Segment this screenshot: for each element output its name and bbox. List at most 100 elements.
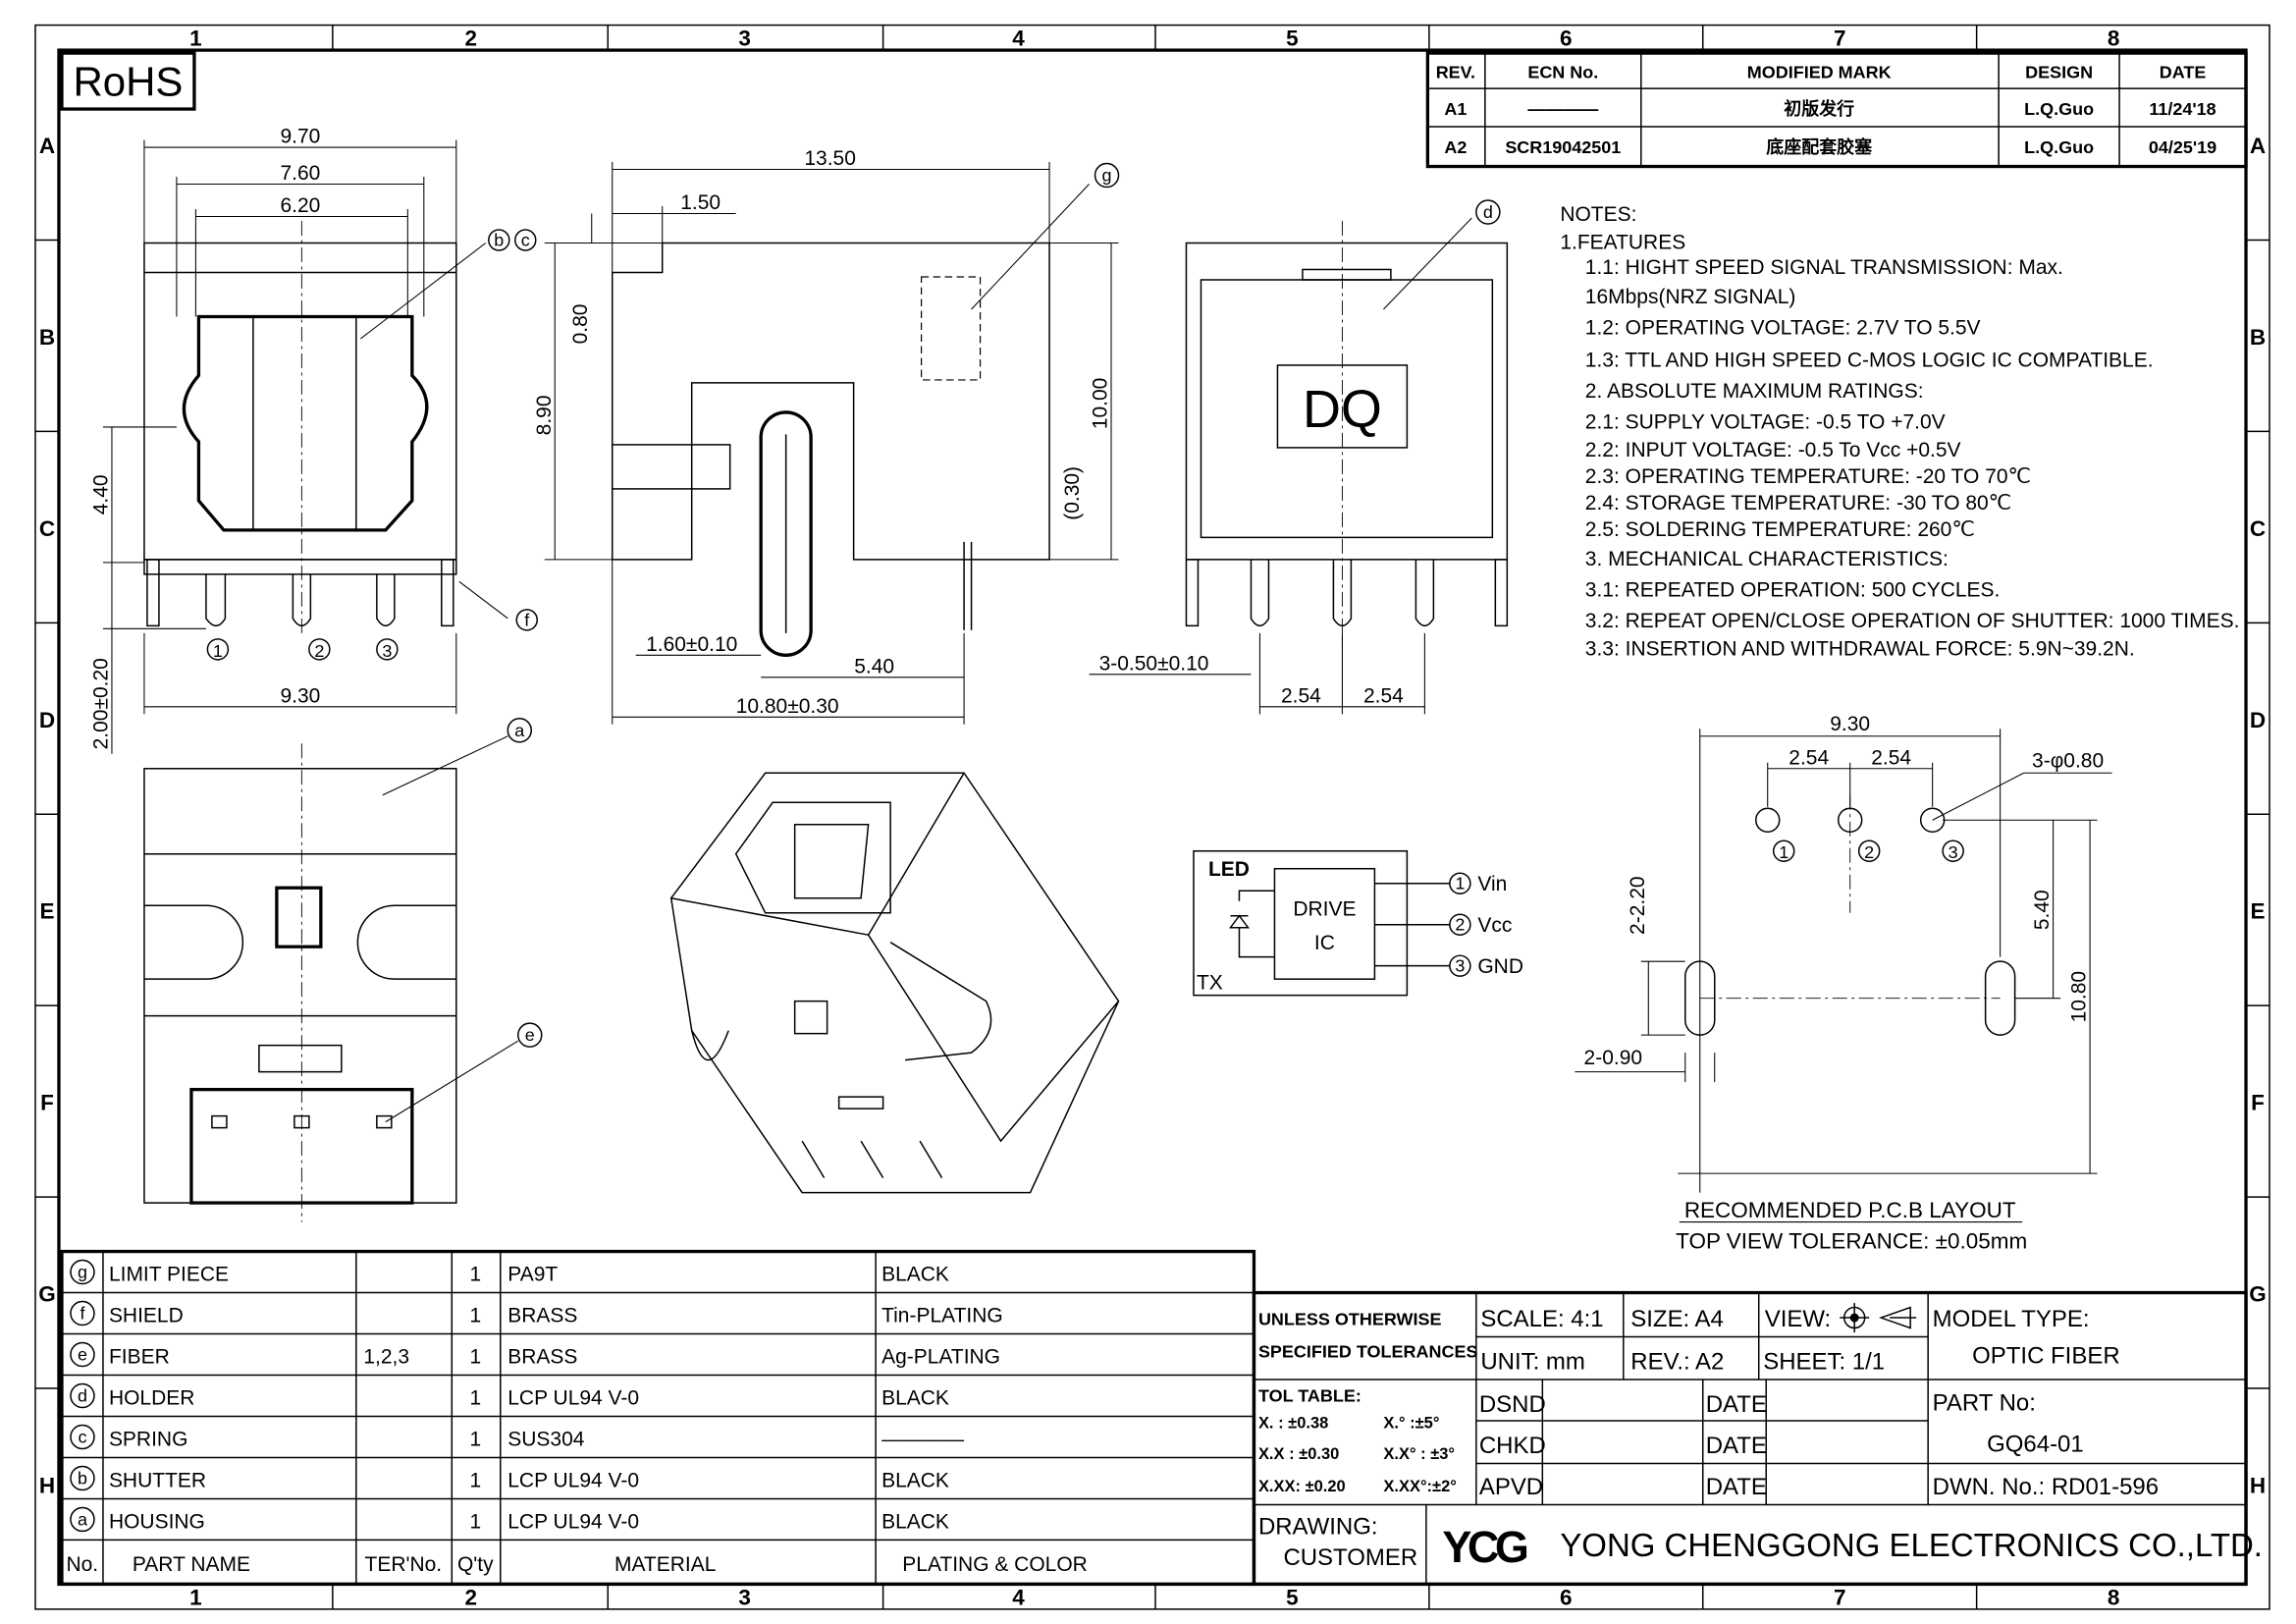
- dim-label: 7.60: [280, 162, 320, 185]
- zone-row-c: C: [39, 516, 55, 541]
- part-qty: 1: [469, 1386, 481, 1409]
- rev-row-1-mark: 初版发行: [1784, 98, 1854, 119]
- zone-col-2: 2: [465, 27, 478, 51]
- pin-label-vin: Vin: [1477, 873, 1507, 895]
- part-no: f: [80, 1304, 85, 1324]
- zone-row-a: A: [39, 134, 55, 158]
- zone-col-4: 4: [1012, 27, 1025, 51]
- zone-col-1: 1: [189, 27, 202, 51]
- part-material: LCP UL94 V-0: [507, 1469, 639, 1491]
- zone-col-8: 8: [2108, 27, 2120, 51]
- bottom-view: a e: [143, 718, 543, 1222]
- rohs-label: RoHS: [73, 59, 183, 105]
- pin-label-2: 2: [314, 641, 324, 661]
- part-qty: 1: [469, 1264, 481, 1286]
- note-line: 2. ABSOLUTE MAXIMUM RATINGS:: [1585, 380, 1924, 403]
- pin-number: 2: [1455, 915, 1465, 935]
- part-no-label: PART No:: [1933, 1389, 2036, 1416]
- dim-label: 9.30: [280, 684, 320, 707]
- callout-g: g: [1102, 166, 1112, 186]
- note-line: 1.2: OPERATING VOLTAGE: 2.7V TO 5.5V: [1585, 316, 1981, 339]
- part-name: LIMIT PIECE: [109, 1264, 229, 1286]
- date-label: DATE: [1706, 1391, 1767, 1418]
- part-no: c: [78, 1427, 86, 1446]
- apvd-label: APVD: [1479, 1474, 1543, 1500]
- dsnd-label: DSND: [1479, 1391, 1546, 1418]
- side-view: 13.50 1.50 0.80 8.90 10.00 (0.30) 1.60±0…: [533, 147, 1120, 725]
- part-name: FIBER: [109, 1346, 170, 1369]
- tol-xxx: X.XX: ±0.20: [1258, 1478, 1346, 1495]
- rev-header-rev: REV.: [1436, 63, 1475, 82]
- note-line: 2.1: SUPPLY VOLTAGE: -0.5 TO +7.0V: [1585, 410, 1946, 433]
- callout-d: d: [1483, 202, 1493, 222]
- dim-label: 2-2.20: [1627, 876, 1649, 935]
- note-line: NOTES:: [1560, 203, 1636, 226]
- header-plating: PLATING & COLOR: [902, 1553, 1088, 1576]
- dim-label: 1.60±0.10: [646, 633, 737, 656]
- part-no: a: [78, 1509, 87, 1529]
- note-line: 16Mbps(NRZ SIGNAL): [1585, 286, 1796, 308]
- part-ter: 1,2,3: [363, 1346, 409, 1369]
- rear-view: DQ 3-0.50±0.10 2.54 2.54 d: [1089, 199, 1509, 715]
- dim-label: 10.80±0.30: [736, 695, 839, 718]
- header-ter-no: TER'No.: [365, 1553, 443, 1576]
- pcb-pin-2: 2: [1864, 842, 1874, 862]
- zone-row-h: H: [39, 1473, 55, 1497]
- rev-header-ecn: ECN No.: [1527, 63, 1598, 82]
- zone-row-g: G: [38, 1282, 56, 1307]
- rohs-box: [60, 51, 196, 111]
- note-line: 3.2: REPEAT OPEN/CLOSE OPERATION OF SHUT…: [1585, 610, 2240, 632]
- view-projection-icon: [1840, 1303, 1917, 1333]
- part-plating: BLACK: [881, 1510, 949, 1533]
- zone-col-6-bottom: 6: [1560, 1585, 1573, 1609]
- dwn-no: DWN. No.: RD01-596: [1933, 1474, 2159, 1500]
- callout-a: a: [514, 721, 524, 740]
- pcb-layout-tolerance: TOP VIEW TOLERANCE: ±0.05mm: [1676, 1229, 2027, 1254]
- dim-label: 1.50: [680, 191, 721, 214]
- part-material: PA9T: [507, 1264, 558, 1286]
- part-plating: BLACK: [881, 1386, 949, 1409]
- dim-label: 10.80: [2068, 971, 2091, 1023]
- dim-label: 9.70: [280, 126, 320, 148]
- part-name: SHUTTER: [109, 1469, 206, 1491]
- note-line: 1.1: HIGHT SPEED SIGNAL TRANSMISSION: Ma…: [1585, 256, 2063, 279]
- chkd-label: CHKD: [1479, 1433, 1546, 1459]
- zone-row-a-right: A: [2250, 134, 2266, 158]
- zone-col-8-bottom: 8: [2108, 1585, 2120, 1609]
- zone-row-b: B: [39, 325, 55, 350]
- rev-row-2-rev: A2: [1444, 137, 1467, 157]
- customer-label: CUSTOMER: [1283, 1544, 1417, 1571]
- rev-row-1-rev: A1: [1444, 99, 1467, 119]
- note-line: 1.FEATURES: [1560, 231, 1685, 253]
- callout-c: c: [521, 230, 530, 249]
- revision-table: REV. ECN No. MODIFIED MARK DESIGN DATE A…: [1425, 51, 2248, 169]
- size: SIZE: A4: [1630, 1306, 1724, 1332]
- zone-col-1-bottom: 1: [189, 1585, 202, 1609]
- scale: SCALE: 4:1: [1480, 1306, 1603, 1332]
- tol-xxx-deg: X.XX°:±2°: [1383, 1478, 1456, 1495]
- dim-label: 2-0.90: [1584, 1047, 1643, 1069]
- zone-row-c-right: C: [2250, 516, 2266, 541]
- note-line: 2.4: STORAGE TEMPERATURE: -30 TO 80℃: [1585, 492, 2011, 514]
- pin-label-3: 3: [382, 641, 392, 661]
- dim-label: (0.30): [1061, 466, 1084, 520]
- company-logo: YCG: [1442, 1522, 1526, 1572]
- dim-label: 0.80: [569, 304, 592, 345]
- part-no: d: [78, 1385, 87, 1405]
- led-label: LED: [1208, 858, 1250, 881]
- part-name: SHIELD: [109, 1305, 184, 1327]
- part-plating: BLACK: [881, 1264, 949, 1286]
- note-line: 1.3: TTL AND HIGH SPEED C-MOS LOGIC IC C…: [1585, 349, 2154, 371]
- title-block: UNLESS OTHERWISE SPECIFIED TOLERANCES TO…: [1252, 1290, 2263, 1587]
- pin-number: 3: [1455, 956, 1465, 976]
- part-qty: 1: [469, 1428, 481, 1450]
- zone-row-d: D: [39, 708, 55, 732]
- rev-header-mark: MODIFIED MARK: [1747, 63, 1892, 82]
